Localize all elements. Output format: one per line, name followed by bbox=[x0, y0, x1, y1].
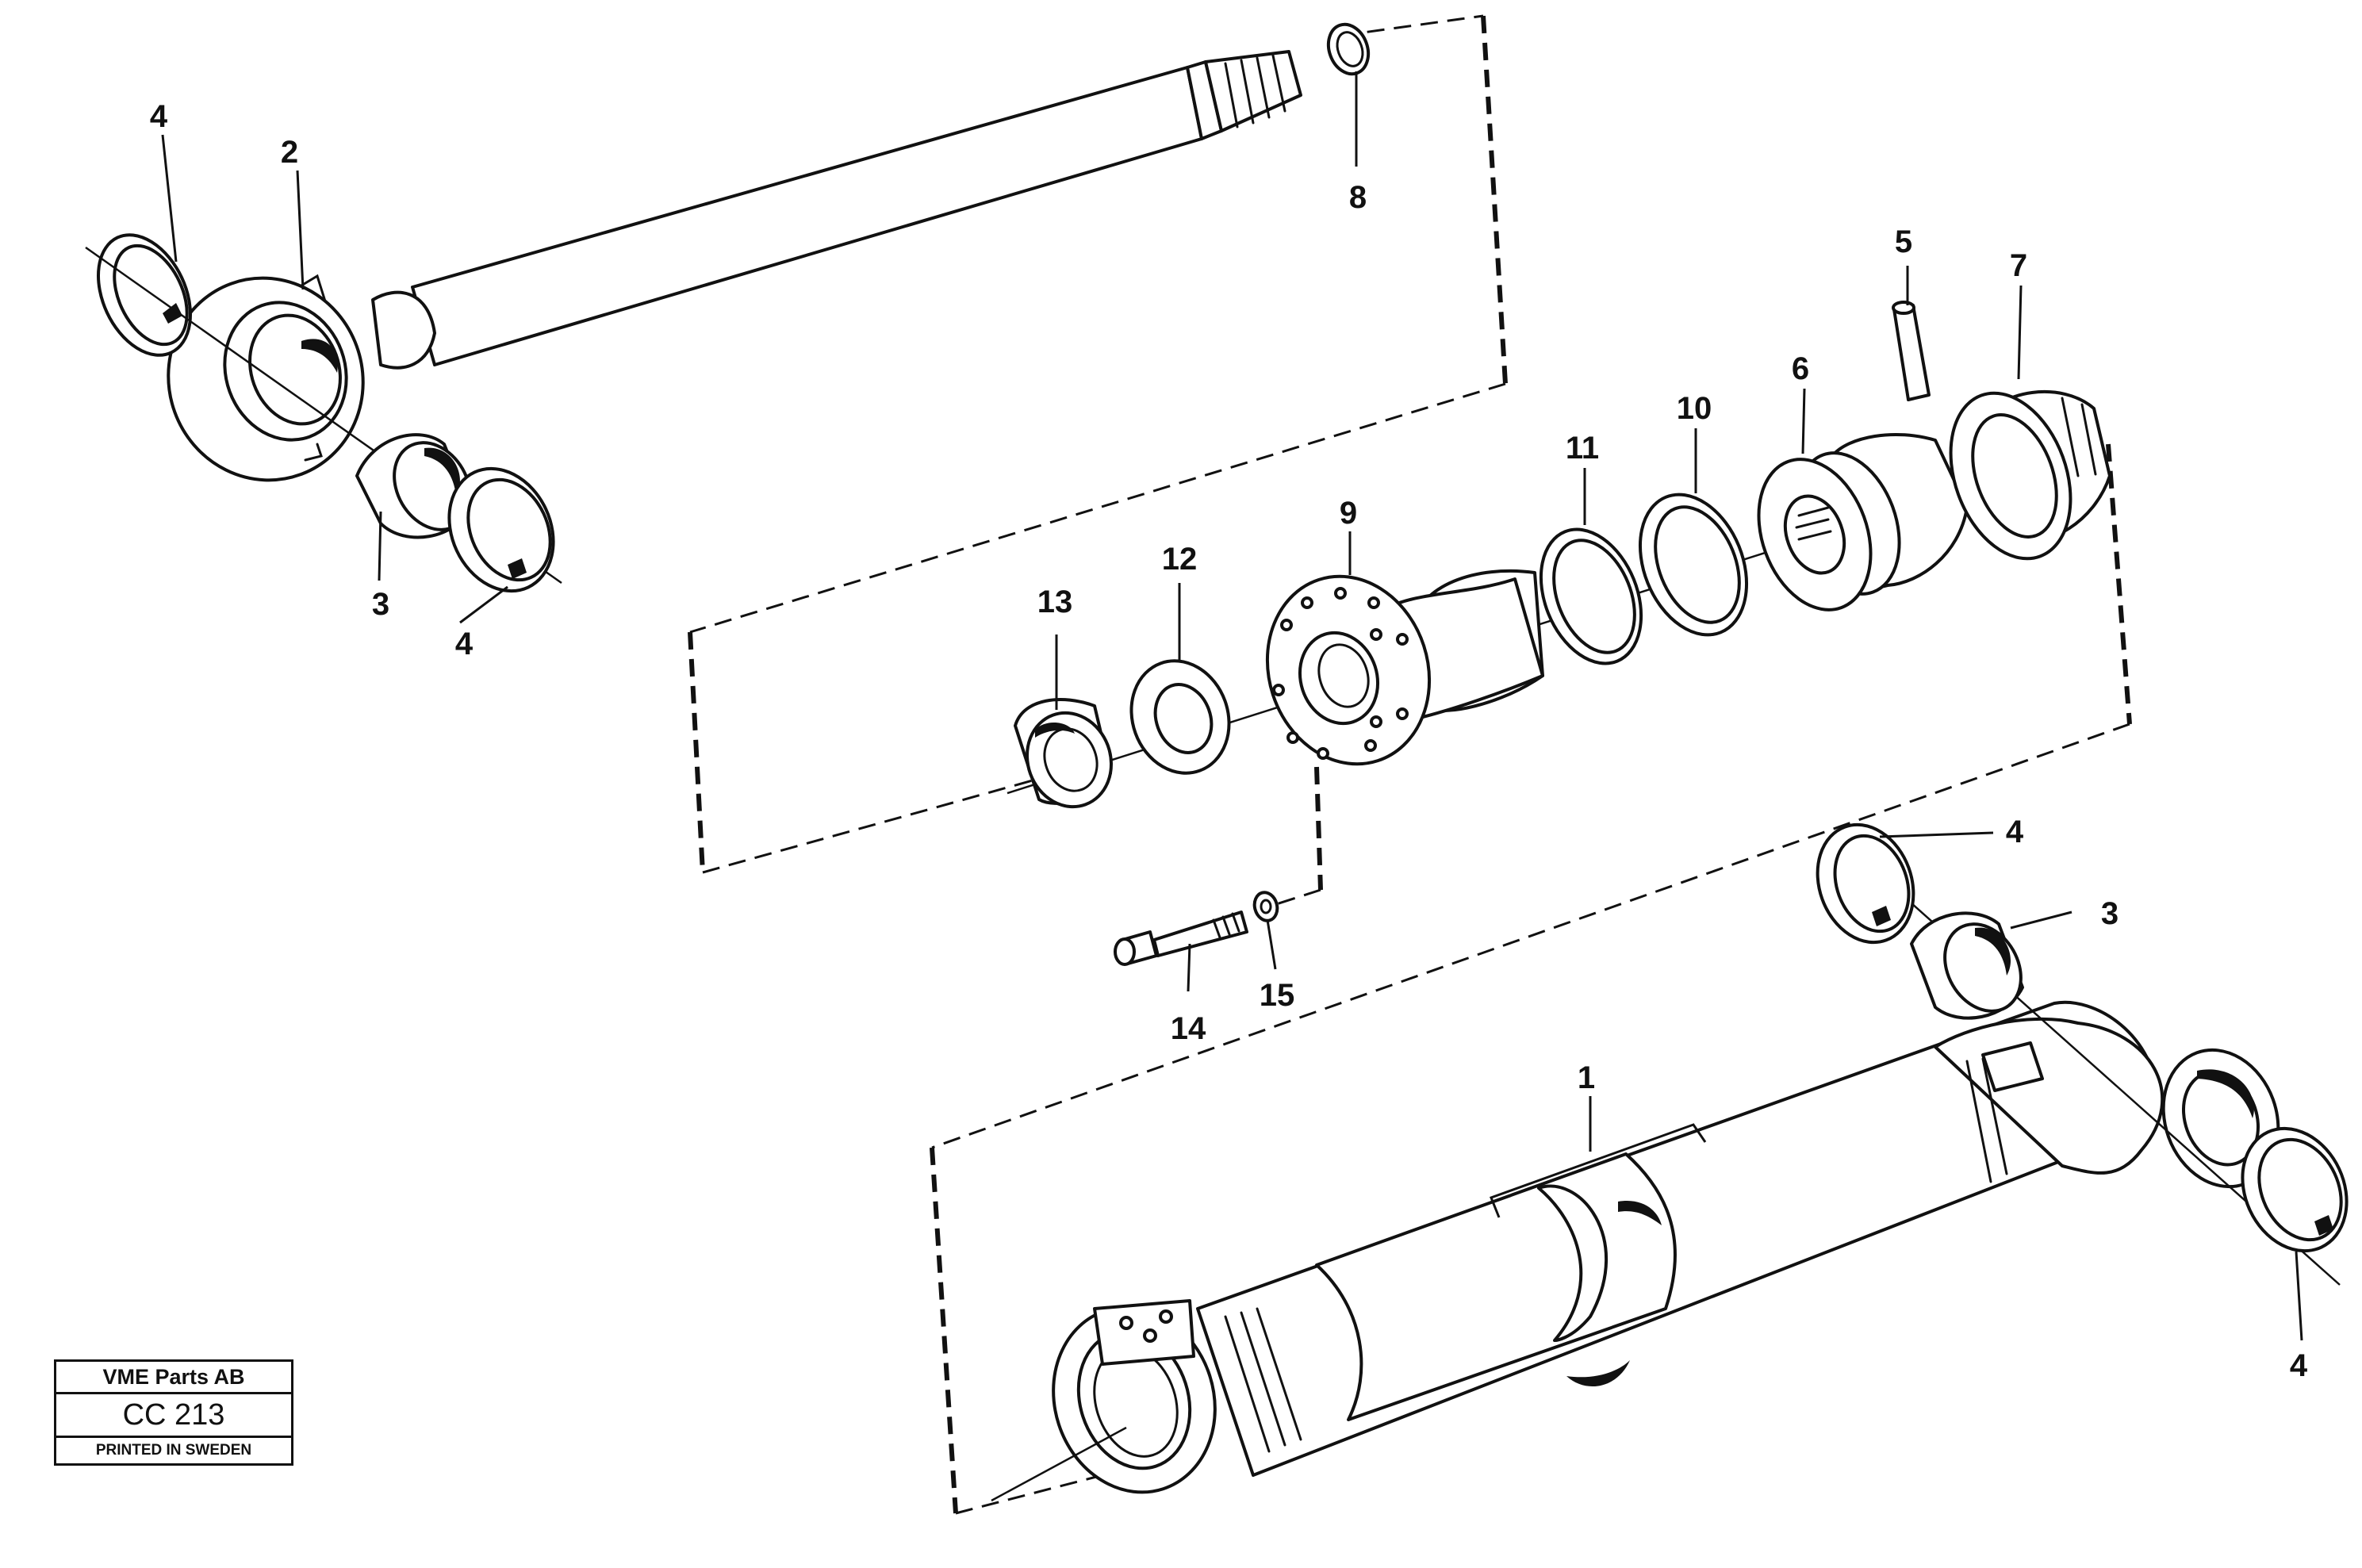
tube-axis bbox=[991, 1426, 1127, 1502]
tube-circlip-upper bbox=[1816, 822, 1915, 945]
backup-ring-10 bbox=[1638, 493, 1749, 637]
callout-1: 1 bbox=[1578, 1060, 1595, 1095]
o-ring-11 bbox=[1539, 527, 1643, 665]
callout-14: 14 bbox=[1171, 1011, 1206, 1046]
piston-6 bbox=[1757, 432, 1969, 611]
callout-7: 7 bbox=[2010, 248, 2027, 283]
assembly-frame-lower bbox=[930, 443, 2132, 1515]
callout-13: 13 bbox=[1037, 585, 1073, 619]
callout-9: 9 bbox=[1340, 496, 1357, 531]
stamp-code: CC 213 bbox=[56, 1394, 291, 1438]
callout-11: 11 bbox=[1566, 431, 1599, 466]
tube-bracket bbox=[1490, 1123, 1707, 1218]
callout-3: 3 bbox=[372, 587, 389, 622]
seal-12 bbox=[1129, 659, 1231, 775]
stamp-company: VME Parts AB bbox=[56, 1362, 291, 1394]
cylinder-tube-1 bbox=[1052, 1000, 2280, 1494]
callout-4: 4 bbox=[150, 99, 168, 134]
callout-4: 4 bbox=[455, 627, 474, 661]
callout-4: 4 bbox=[2290, 1348, 2308, 1383]
rod-frame-link bbox=[1340, 14, 1484, 37]
rod-eye-circlip-left bbox=[96, 233, 193, 357]
bolt-leader-frame bbox=[1268, 766, 1323, 908]
o-ring-8 bbox=[1326, 22, 1371, 76]
washer-15 bbox=[1252, 891, 1279, 922]
callout-15: 15 bbox=[1260, 978, 1295, 1013]
callout-5: 5 bbox=[1895, 224, 1912, 259]
callout-12: 12 bbox=[1162, 542, 1198, 577]
callout-2: 2 bbox=[281, 135, 298, 170]
callout-10: 10 bbox=[1677, 391, 1712, 426]
guide-ring-7 bbox=[1949, 390, 2111, 561]
rod-eye-circlip-right bbox=[447, 466, 555, 593]
leader-lines bbox=[161, 71, 2303, 1341]
tube-bushing bbox=[1910, 911, 2024, 1020]
tube-circlip-lower bbox=[2241, 1126, 2349, 1253]
wiper-13 bbox=[1014, 698, 1113, 809]
assembly-frame-upper bbox=[688, 15, 1508, 874]
callout-6: 6 bbox=[1792, 351, 1809, 386]
piston-rod bbox=[167, 50, 1302, 482]
title-stamp: VME Parts AB CC 213 PRINTED IN SWEDEN bbox=[54, 1359, 293, 1466]
stamp-printed: PRINTED IN SWEDEN bbox=[95, 1442, 252, 1459]
callout-4: 4 bbox=[2006, 815, 2024, 849]
bolt-14 bbox=[1114, 911, 1248, 966]
callout-3: 3 bbox=[2101, 896, 2119, 931]
callout-8: 8 bbox=[1349, 180, 1367, 215]
lock-pin-5 bbox=[1892, 301, 1931, 401]
cylinder-head-9 bbox=[1265, 569, 1544, 766]
